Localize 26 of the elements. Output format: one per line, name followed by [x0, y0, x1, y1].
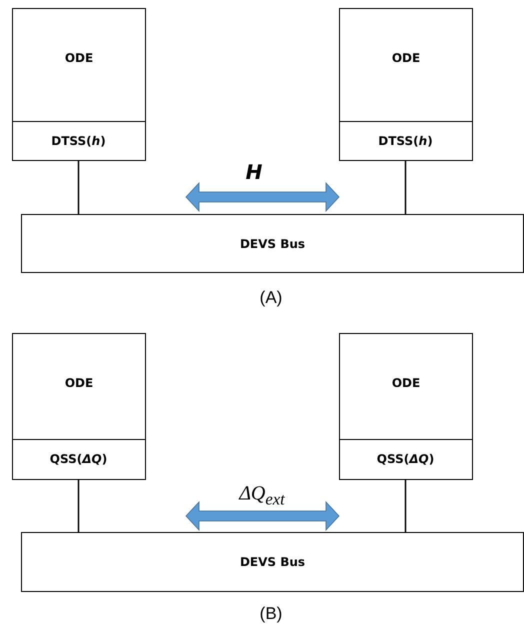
panel-caption: (B)	[260, 604, 282, 624]
connector-line	[78, 161, 80, 214]
node-label: DEVS Bus	[240, 555, 306, 569]
connector-line	[404, 161, 406, 214]
model-box	[12, 333, 146, 480]
arrow-label: ΔQ$_{ext}$	[239, 482, 285, 510]
node-label: DTSS(h)	[378, 134, 433, 148]
node-label: ODE	[64, 51, 94, 65]
node-label: QSS(ΔQ)	[376, 452, 434, 466]
node-label: ODE	[390, 51, 422, 65]
bus-box	[21, 532, 524, 592]
model-box	[12, 8, 146, 160]
node-label: ODE	[64, 376, 94, 390]
panel-caption: (A)	[260, 288, 282, 308]
arrow-label: H	[246, 160, 262, 184]
solver-box	[12, 121, 146, 161]
solver-box	[338, 121, 472, 161]
bus-box	[21, 214, 524, 273]
model-box	[339, 8, 473, 160]
model-box	[339, 333, 473, 480]
node-label: DTSS(h)	[51, 134, 106, 148]
node-label: ODE	[390, 376, 422, 390]
node-label: DEVS Bus	[240, 236, 306, 250]
connector-line	[78, 480, 80, 532]
connector-line	[404, 480, 406, 532]
node-label: QSS(ΔQ)	[50, 452, 108, 466]
